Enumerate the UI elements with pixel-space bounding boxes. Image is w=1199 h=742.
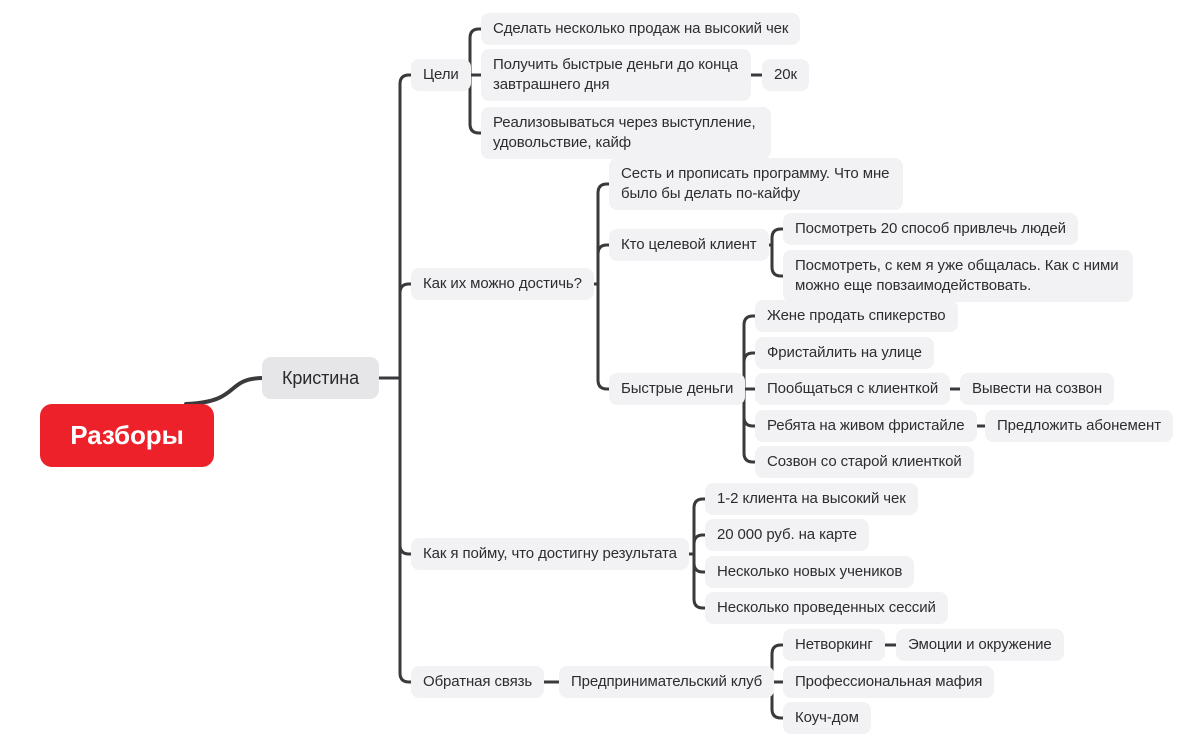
node-success-criteria[interactable]: Как я пойму, что достигну результата: [411, 538, 689, 570]
node-20k[interactable]: 20к: [762, 59, 809, 91]
connector-line: [685, 552, 709, 574]
node-goal-high-check-sales[interactable]: Сделать несколько продаж на высокий чек: [481, 13, 801, 45]
node-write-program[interactable]: Сесть и прописать программу. Что мне был…: [609, 158, 903, 210]
connector-line: [375, 282, 415, 380]
connector-line: [685, 552, 709, 610]
connector-line: [590, 282, 613, 391]
node-goals[interactable]: Цели: [411, 59, 471, 91]
connector-line: [375, 376, 415, 556]
node-past-contacts[interactable]: Посмотреть, с кем я уже общалась. Как с …: [783, 250, 1133, 302]
node-professional-mafia[interactable]: Профессиональная мафия: [783, 666, 995, 698]
connector-line: [184, 376, 266, 406]
node-new-students[interactable]: Несколько новых учеников: [705, 556, 915, 588]
node-20-ways-attract[interactable]: Посмотреть 20 способ привлечь людей: [783, 213, 1078, 245]
node-sessions-done[interactable]: Несколько проведенных сессий: [705, 592, 948, 624]
connector-line: [375, 376, 415, 684]
connector-line: [685, 533, 709, 556]
node-live-freestyle-guys[interactable]: Ребята на живом фристайле: [755, 410, 977, 442]
node-coach-house[interactable]: Коуч-дом: [783, 702, 871, 734]
node-talk-to-client[interactable]: Пообщаться с клиенткой: [755, 373, 951, 405]
node-how-to-achieve[interactable]: Как их можно достичь?: [411, 268, 594, 300]
node-1-2-clients[interactable]: 1-2 клиента на высокий чек: [705, 483, 918, 515]
node-goal-self-realization[interactable]: Реализовываться через выступление, удово…: [481, 107, 771, 159]
connector-line: [685, 497, 709, 556]
node-sell-speakership[interactable]: Жене продать спикерство: [755, 300, 958, 332]
node-call-invite[interactable]: Вывести на созвон: [960, 373, 1115, 405]
node-razbory[interactable]: Разборы: [40, 404, 214, 467]
node-entrepreneur-club[interactable]: Предпринимательский клуб: [559, 666, 775, 698]
node-street-freestyle[interactable]: Фристайлить на улице: [755, 337, 934, 369]
node-networking[interactable]: Нетворкинг: [783, 629, 885, 661]
connector-line: [375, 73, 415, 380]
node-kristina[interactable]: Кристина: [262, 357, 380, 399]
node-target-client[interactable]: Кто целевой клиент: [609, 229, 769, 261]
node-call-old-client[interactable]: Созвон со старой клиенткой: [755, 446, 974, 478]
node-feedback[interactable]: Обратная связь: [411, 666, 545, 698]
node-emotions-environment[interactable]: Эмоции и окружение: [896, 629, 1064, 661]
node-goal-fast-money[interactable]: Получить быстрые деньги до конца завтраш…: [481, 49, 751, 101]
node-fast-money[interactable]: Быстрые деньги: [609, 373, 746, 405]
node-20000-rub[interactable]: 20 000 руб. на карте: [705, 519, 869, 551]
node-offer-subscription[interactable]: Предложить абонемент: [985, 410, 1173, 442]
